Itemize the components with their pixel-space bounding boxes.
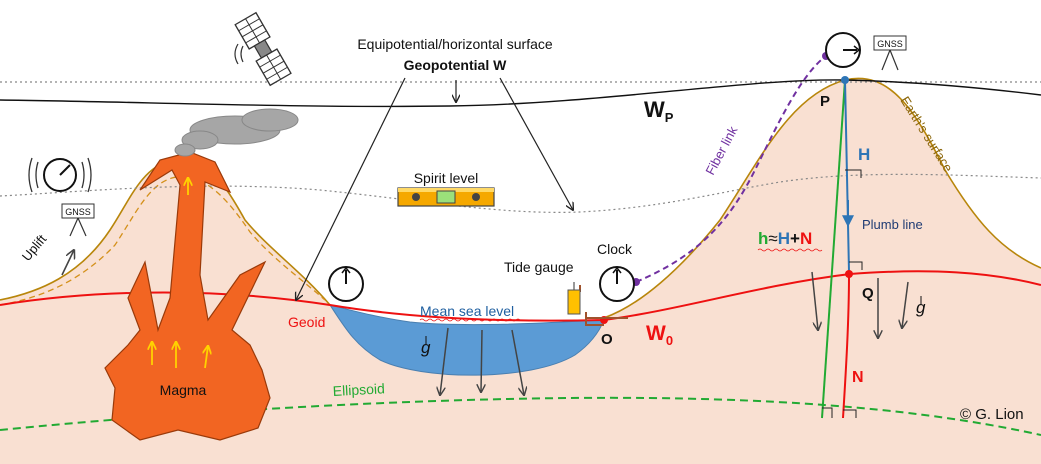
point-o-label: O [601, 331, 613, 348]
right-angle-marker [845, 169, 862, 178]
gravity-vector-right-label: g [916, 298, 926, 317]
height-H-label: H [858, 145, 870, 164]
mean-sea-level-label: Mean sea level [420, 303, 514, 319]
gravity-vectors-right [811, 271, 909, 338]
clock-icon-mountain [825, 32, 861, 68]
geoid-label: Geoid [288, 314, 325, 330]
magma-flow-arrows [152, 178, 208, 369]
point-q-marker [845, 270, 853, 278]
w0-label: W0 [646, 322, 673, 348]
clock-icon-sea [599, 266, 635, 302]
point-q-label: Q [862, 285, 874, 302]
sea-level-underline [419, 318, 521, 322]
fiber-link [635, 55, 827, 283]
undulation-N-label: N [852, 369, 864, 386]
tide-gauge-label: Tide gauge [504, 259, 574, 275]
geopotential-arrows [296, 77, 573, 300]
gravity-vectors-sea [440, 327, 524, 395]
gnss-receiver-left [61, 203, 95, 237]
uplift-label: Uplift [19, 231, 50, 264]
spirit-level-icon [397, 187, 495, 207]
magma-label: Magma [160, 382, 207, 398]
plumb-line-label: Plumb line [862, 217, 923, 232]
equipotential-label: Equipotential/horizontal surface [357, 36, 553, 52]
equipotential-wp-surface [0, 79, 1041, 108]
plumb-line [844, 79, 850, 273]
height-formula: h≈H+N [758, 229, 812, 248]
satellite-signal-waves [234, 43, 244, 65]
smoke-cloud [174, 108, 299, 157]
wp-label: WP [644, 97, 674, 125]
spirit-level-label: Spirit level [414, 170, 479, 186]
uplift-arrow [61, 250, 74, 276]
clock-icon-volcano [28, 157, 92, 193]
fiber-link-label: Fiber link [702, 123, 740, 177]
point-p-label: P [820, 93, 830, 110]
clock-icon-geoid [328, 266, 364, 302]
copyright-label: © G. Lion [960, 406, 1024, 423]
point-p-marker [841, 76, 849, 84]
geopotential-label: Geopotential W [404, 57, 507, 73]
right-angle-marker [843, 409, 857, 418]
satellite-icon [234, 11, 292, 87]
clock-label: Clock [597, 241, 633, 257]
magma-body [104, 151, 271, 441]
ellipsoid-label: Ellipsoid [332, 380, 385, 399]
geoid-undulation-line [842, 273, 850, 419]
gravity-vector-sea-label: g [421, 338, 431, 357]
ocean [328, 304, 605, 376]
formula-underline [757, 248, 823, 252]
ellipsoid-line [0, 396, 1041, 436]
pre-uplift-surface [0, 175, 326, 306]
gnss-left-label: GNSS [65, 207, 91, 217]
ellipsoid-normal-line [821, 79, 846, 419]
right-angle-marker [822, 407, 833, 418]
gnss-right-label: GNSS [877, 39, 903, 49]
gnss-receiver-right [873, 35, 907, 71]
tide-gauge [567, 282, 628, 326]
right-angle-marker [849, 261, 863, 270]
